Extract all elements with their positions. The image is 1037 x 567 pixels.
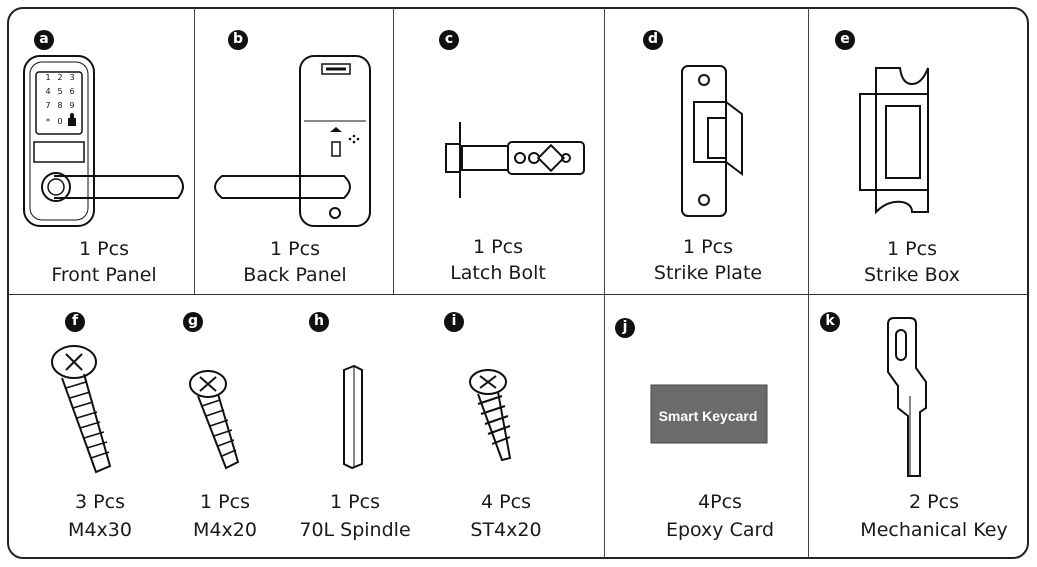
item-letter-badge: i: [444, 312, 464, 332]
item-letter-badge: d: [643, 30, 663, 50]
item-label: 1 Pcs Back Panel: [200, 236, 390, 288]
strike-box-illustration: [859, 67, 929, 215]
item-quantity: 4 Pcs: [481, 491, 531, 513]
row-divider: [8, 294, 1028, 295]
item-name: Mechanical Key: [860, 519, 1008, 541]
item-letter-badge: g: [183, 312, 203, 332]
screw-m4x20-illustration: [189, 370, 240, 470]
keypad-key: 9: [69, 101, 74, 110]
keypad-key: 1: [45, 73, 50, 82]
item-label: 4 Pcs ST4x20: [446, 488, 566, 544]
item-quantity: 4Pcs: [698, 491, 742, 513]
mechanical-key-illustration: [887, 317, 927, 477]
home-icon: [330, 127, 342, 132]
keypad-key: 0: [57, 117, 62, 126]
card-text: Smart Keycard: [659, 408, 758, 424]
item-letter-badge: j: [615, 318, 635, 338]
item-quantity: 1 Pcs: [330, 491, 380, 513]
item-letter-badge: e: [835, 30, 855, 50]
keypad-key: 2: [57, 73, 62, 82]
column-divider: [194, 8, 195, 294]
strike-plate-illustration: [681, 65, 743, 217]
column-divider: [604, 8, 605, 558]
keypad-key: 8: [57, 101, 62, 110]
item-name: Back Panel: [243, 264, 347, 286]
keypad-key: 7: [45, 101, 50, 110]
item-name: Epoxy Card: [665, 519, 775, 541]
item-quantity: 1 Pcs: [473, 236, 523, 258]
item-name: Strike Box: [864, 264, 960, 286]
column-divider: [393, 8, 394, 294]
item-quantity: 1 Pcs: [79, 238, 129, 260]
smart-keycard-illustration: Smart Keycard: [650, 384, 768, 444]
lock-icon: [68, 113, 76, 126]
item-name: M4x30: [68, 519, 132, 541]
item-name: M4x20: [193, 519, 257, 541]
item-label: 1 Pcs Strike Plate: [608, 234, 808, 286]
item-quantity: 1 Pcs: [887, 238, 937, 260]
keypad-key: *: [46, 117, 50, 126]
screw-st4x20-illustration: [469, 369, 512, 462]
item-quantity: 1 Pcs: [270, 238, 320, 260]
item-name: Strike Plate: [653, 262, 763, 284]
item-label: 2 Pcs Mechanical Key: [834, 488, 1034, 544]
item-label: 1 Pcs M4x20: [170, 488, 280, 544]
item-letter-badge: h: [309, 312, 329, 332]
screw-m4x30-illustration: [51, 345, 112, 474]
item-letter-badge: c: [439, 30, 459, 50]
item-label: 3 Pcs M4x30: [40, 488, 160, 544]
keypad-key: 3: [69, 73, 74, 82]
column-divider: [808, 8, 809, 558]
keypad-key: 5: [57, 87, 62, 96]
item-name: 70L Spindle: [299, 519, 411, 541]
item-label: 4Pcs Epoxy Card: [620, 488, 820, 544]
keypad-key: 4: [45, 87, 50, 96]
item-label: 1 Pcs Latch Bolt: [398, 234, 598, 286]
back-panel-illustration: [214, 55, 371, 227]
item-name: Front Panel: [51, 264, 157, 286]
front-panel-illustration: 1 2 3 4 5 6 7 8 9 * 0: [23, 55, 184, 227]
item-name: ST4x20: [470, 519, 542, 541]
item-quantity: 3 Pcs: [75, 491, 125, 513]
package-contents-panel: [7, 7, 1029, 559]
item-name: Latch Bolt: [450, 262, 546, 284]
item-quantity: 1 Pcs: [683, 236, 733, 258]
item-label: 1 Pcs 70L Spindle: [290, 488, 420, 544]
keypad-key: 6: [69, 87, 74, 96]
item-letter-badge: k: [820, 312, 840, 332]
item-letter-badge: f: [65, 312, 85, 332]
latch-bolt-illustration: [445, 122, 585, 198]
item-letter-badge: a: [34, 30, 54, 50]
spindle-illustration: [343, 364, 363, 470]
item-letter-badge: b: [228, 30, 248, 50]
item-label: 1 Pcs Front Panel: [14, 236, 194, 288]
item-quantity: 2 Pcs: [909, 491, 959, 513]
item-quantity: 1 Pcs: [200, 491, 250, 513]
item-label: 1 Pcs Strike Box: [812, 236, 1012, 288]
toggle-icon: [331, 141, 341, 157]
